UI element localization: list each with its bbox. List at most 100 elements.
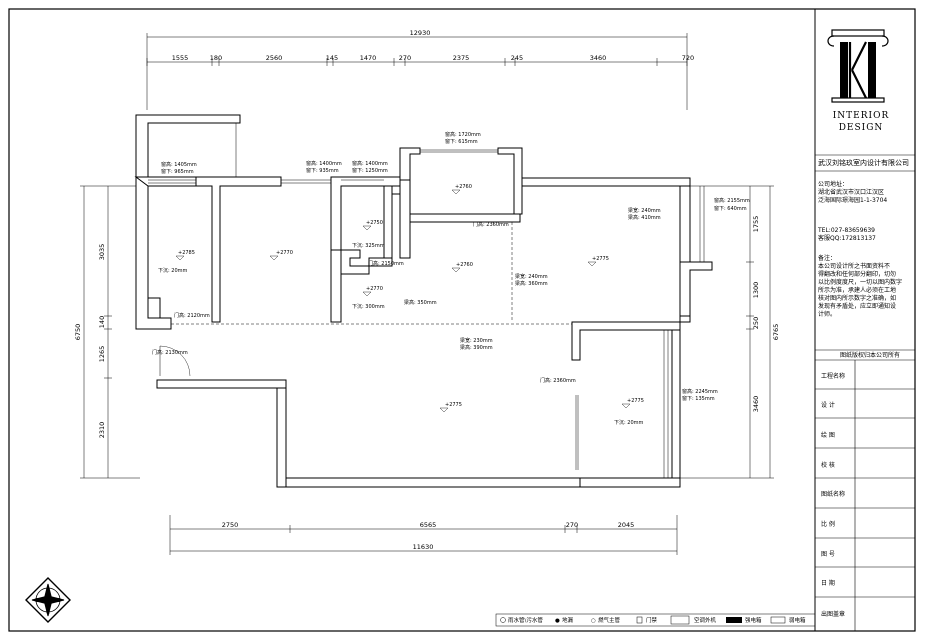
field-label: 设 计	[821, 401, 835, 409]
dim-top-seg: 145	[326, 54, 338, 62]
window-note: 窗下: 615mm	[445, 138, 478, 145]
field-label: 日 期	[821, 579, 835, 587]
dim-top-seg: 2375	[453, 54, 470, 62]
window-note: 窗高: 1405mm	[161, 161, 197, 168]
legend-label: 地漏	[562, 616, 574, 624]
beam-note: 梁宽: 230mm	[460, 337, 493, 344]
dim-bottom-seg: 270	[566, 521, 578, 529]
level-markers	[175, 189, 631, 413]
drain-pipe-icon	[500, 617, 506, 623]
notes-line: 发现有矛盾处，应立即通知设	[818, 302, 896, 310]
field-label: 图纸名称	[821, 490, 845, 498]
beam-note: 梁高: 390mm	[460, 344, 493, 351]
room-level: +2760	[456, 262, 473, 268]
dim-top-seg: 245	[511, 54, 523, 62]
window-note: 窗下: 965mm	[161, 168, 194, 175]
compass-label: B	[57, 598, 61, 604]
address-line: 湖北省武汉市汉口江汉区	[818, 188, 884, 196]
dim-right-total: 6765	[772, 324, 780, 341]
dim-top-seg: 2560	[266, 54, 283, 62]
room-level: +2770	[276, 250, 293, 256]
room-level: +2775	[627, 398, 644, 404]
address-line: 泛海国际璟海园1-1-3704	[818, 196, 887, 204]
notes-line: 以比例度度尺，一切以图内数字	[818, 278, 902, 286]
beam-note: 梁宽: 240mm	[515, 273, 548, 280]
field-label: 出图盖章	[821, 610, 845, 618]
window-note: 窗下: 935mm	[306, 167, 339, 174]
dim-left-seg: 3035	[98, 244, 106, 261]
door-note: 门高: 2150mm	[368, 260, 404, 267]
legend-frame	[495, 613, 816, 627]
dim-top-seg: 3460	[590, 54, 607, 62]
room-note: 下沉: 300mm	[352, 303, 385, 310]
logo-text: DESIGN	[839, 123, 884, 133]
window-note: 窗高: 1400mm	[306, 160, 342, 167]
legend-label: 强电箱	[745, 616, 762, 624]
dim-top-seg: 180	[210, 54, 222, 62]
dim-bottom-total: 11630	[413, 543, 434, 551]
notes-line: 核对图内所示数字之准确，如	[818, 294, 896, 302]
dim-top-seg: 1555	[172, 54, 189, 62]
field-label: 图 号	[821, 551, 835, 558]
compass-label: C	[46, 610, 50, 616]
dim-left-seg: 1265	[98, 346, 106, 363]
window-note: 窗高: 2245mm	[682, 388, 718, 395]
dim-top-seg: 720	[682, 54, 694, 62]
dim-bottom-seg: 2750	[222, 521, 239, 529]
window-note: 窗下: 135mm	[682, 395, 715, 402]
compass-label: A	[46, 586, 50, 592]
tel: TEL:027-83659639	[817, 227, 875, 234]
room-level: +2775	[445, 402, 462, 408]
dim-right-seg: 3460	[752, 396, 760, 413]
window-note: 窗下: 640mm	[714, 205, 747, 212]
room-note: 下沉: 20mm	[614, 419, 644, 426]
beam-note: 梁宽: 240mm	[628, 207, 661, 214]
door-note: 门高: 2360mm	[473, 221, 509, 228]
dim-right-seg: 1755	[752, 216, 760, 233]
door-note: 门高: 2360mm	[540, 377, 576, 384]
window-note: 窗高: 1400mm	[352, 160, 388, 167]
beam-note: 梁高: 350mm	[404, 299, 437, 306]
windows-glazing	[148, 123, 705, 478]
field-label: 工程名称	[821, 372, 845, 380]
room-note: 下沉: 20mm	[158, 267, 188, 274]
room-level: +2775	[592, 256, 609, 262]
logo-text: INTERIOR	[833, 111, 890, 121]
company-name: 武汉刘铭玖室内设计有限公司	[818, 158, 909, 167]
company-logo	[827, 29, 889, 103]
room-level: +2750	[366, 220, 383, 226]
dim-left-total: 6750	[74, 324, 82, 341]
legend-label: 雨水管\污水管	[508, 616, 543, 624]
access-control-icon	[636, 616, 643, 624]
gas-pipe-icon: ○	[591, 618, 596, 624]
field-label: 比 例	[821, 520, 835, 528]
walls	[134, 114, 713, 488]
legend-label: 弱电箱	[789, 616, 806, 624]
dim-bottom-seg: 2045	[618, 521, 635, 529]
room-level: +2770	[366, 286, 383, 292]
floor-drain-icon: ●	[555, 618, 560, 624]
notes-line: 所示为准，承建人必须在工地	[818, 286, 896, 294]
right-dimensions	[680, 185, 774, 479]
dim-left-seg: 140	[98, 316, 106, 328]
dim-top-seg: 1470	[360, 54, 377, 62]
dim-right-seg: 250	[752, 317, 760, 329]
door-note: 门高: 2130mm	[152, 349, 188, 356]
drawing-frame	[8, 8, 916, 632]
dim-top-total: 12930	[410, 29, 431, 37]
compass-icon	[25, 577, 71, 623]
beam-note: 梁高: 410mm	[628, 214, 661, 221]
notes-line: 得翻改和任何部分翻印，切勿	[818, 270, 896, 278]
notes-line: 本公司设计所之书面资料不	[818, 262, 890, 270]
window-note: 窗高: 1720mm	[445, 131, 481, 138]
copyright: 图纸版权归本公司所有	[840, 351, 900, 359]
qq: 客服QQ:172813137	[818, 234, 876, 242]
room-note: 下沉: 325mm	[352, 242, 385, 249]
dim-right-seg: 1300	[752, 282, 760, 299]
beam-note: 梁高: 360mm	[515, 280, 548, 287]
notes-line: 计师。	[818, 310, 836, 318]
dim-top-seg: 270	[399, 54, 411, 62]
left-dimensions	[80, 185, 140, 479]
field-label: 绘 图	[821, 431, 835, 439]
notes-label: 备注：	[818, 254, 836, 262]
